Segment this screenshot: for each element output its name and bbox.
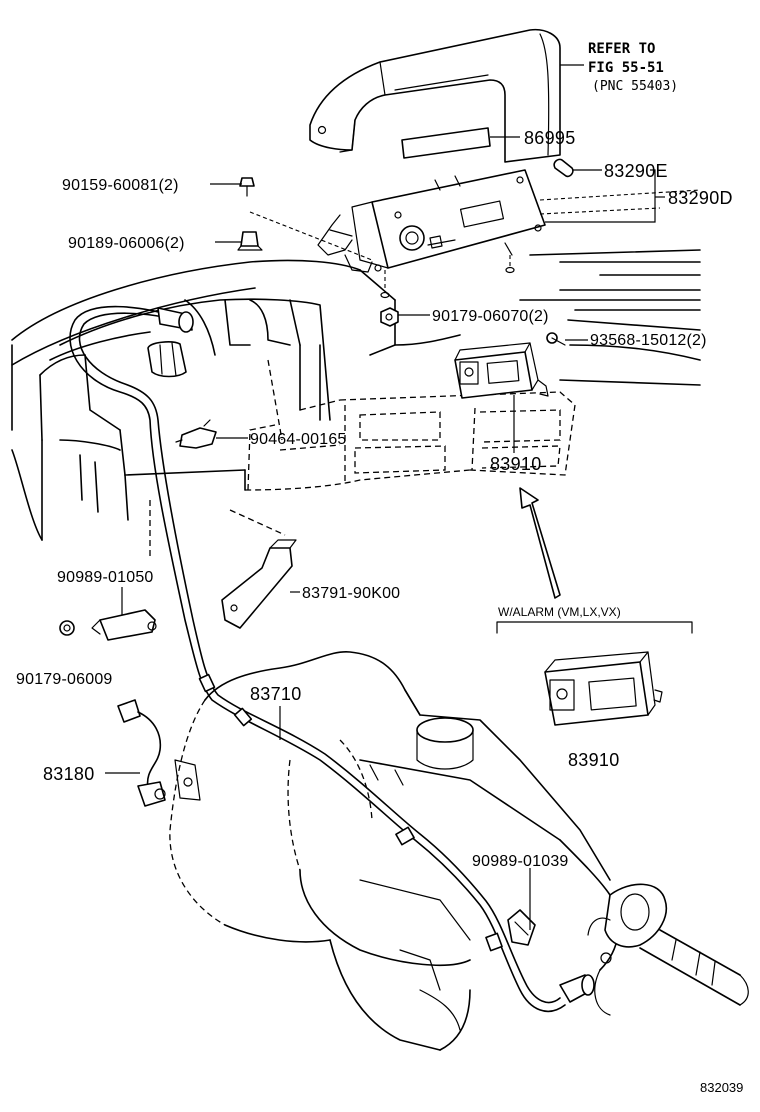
label-90989-01039: 90989-01039 [472, 853, 569, 870]
label-90179-06009: 90179-06009 [16, 671, 113, 688]
label-90989-01050: 90989-01050 [57, 569, 154, 586]
cluster-hood-drawing [309, 28, 561, 163]
buzzer-alarm-drawing [544, 651, 663, 726]
refer-line1: REFER TO [588, 41, 655, 57]
label-90464-00165: 90464-00165 [250, 431, 347, 448]
instrument-panel-drawing [11, 249, 701, 560]
label-83180: 83180 [43, 764, 95, 784]
label-83910-upper: 83910 [490, 454, 542, 474]
label-83791-90K00: 83791-90K00 [302, 585, 400, 602]
fasteners-drawing [237, 177, 566, 346]
bracket-drawing [221, 539, 297, 629]
refer-line3: (PNC 55403) [592, 79, 678, 94]
label-83910-alarm: 83910 [568, 750, 620, 770]
label-90189-06006: 90189-06006(2) [68, 235, 185, 252]
connector-01050-drawing [59, 609, 157, 641]
label-90159-60081: 90159-60081(2) [62, 177, 179, 194]
label-83710: 83710 [250, 684, 302, 704]
installation-arrow [519, 487, 561, 599]
leader-lines [105, 64, 665, 930]
buzzer-upper-drawing [454, 342, 549, 399]
variant-bracket-line [496, 621, 693, 634]
figure-number: 832039 [700, 1080, 743, 1095]
combination-meter-drawing [249, 158, 701, 299]
label-83290D: 83290D [668, 188, 733, 208]
labels: REFER TO FIG 55-51 (PNC 55403) 86995 832… [16, 41, 743, 1095]
speedometer-cable-drawing [69, 305, 595, 1013]
label-86995: 86995 [524, 128, 576, 148]
sensor-83180-drawing [117, 699, 166, 807]
label-83290E: 83290E [604, 161, 668, 181]
variant-label: W/ALARM (VM,LX,VX) [498, 605, 621, 619]
label-90179-06070: 90179-06070(2) [432, 308, 549, 325]
refer-line2: FIG 55-51 [588, 60, 664, 76]
label-93568-15012: 93568-15012(2) [590, 332, 707, 349]
transmission-drawing [169, 651, 749, 1051]
